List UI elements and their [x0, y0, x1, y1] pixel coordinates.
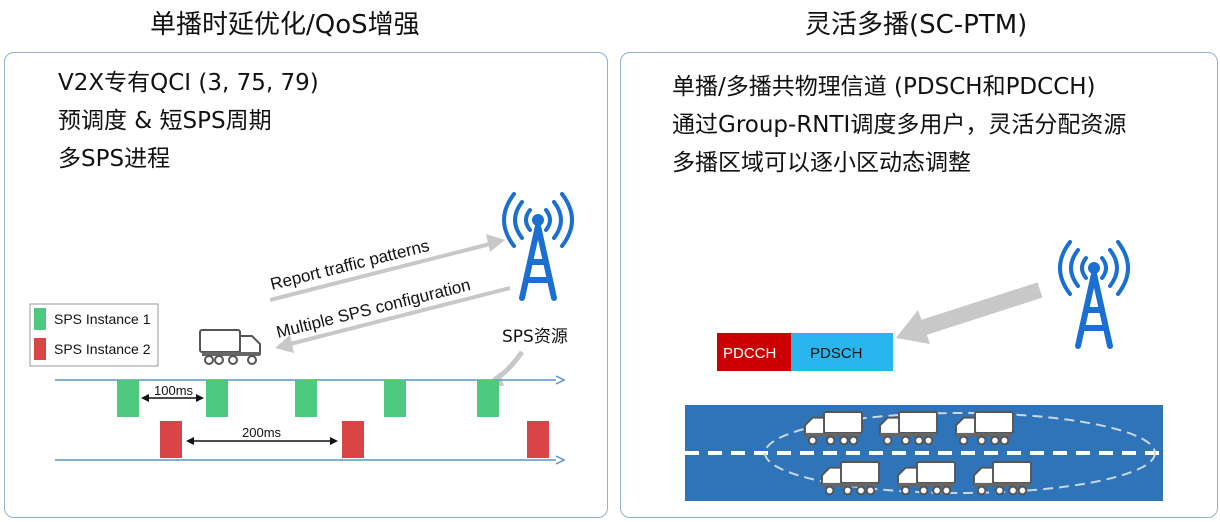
- sps1-block: [295, 380, 317, 417]
- sps1-block: [206, 380, 228, 417]
- sps1-block: [477, 380, 499, 417]
- pdcch-label: PDCCH: [723, 345, 776, 362]
- truck-icon: [955, 411, 1014, 446]
- left-line-2: 预调度 & 短SPS周期: [58, 108, 272, 134]
- right-line-1: 单播/多播共物理信道 (PDSCH和PDCCH): [672, 74, 1096, 100]
- truck-icon: [879, 411, 938, 446]
- truck-icon: [973, 461, 1032, 496]
- legend-swatch-1: [34, 308, 46, 330]
- left-line-3: 多SPS进程: [58, 146, 171, 172]
- legend-box: [29, 303, 159, 367]
- report-arrow: [269, 234, 505, 302]
- interval-100-arrow: [141, 394, 204, 402]
- sps1-block: [384, 380, 406, 417]
- interval-100-label: 100ms: [154, 383, 194, 398]
- pdcch-block: [717, 333, 791, 371]
- legend-label-1: SPS Instance 1: [54, 311, 151, 327]
- config-arrow: [275, 286, 511, 353]
- sps2-block: [342, 421, 364, 458]
- legend-label-2: SPS Instance 2: [54, 341, 151, 357]
- truck-icon: [897, 461, 956, 496]
- right-line-2: 通过Group-RNTI调度多用户，灵活分配资源: [672, 112, 1127, 138]
- sps-resource-label: SPS资源: [502, 327, 568, 347]
- left-antenna-icon: [504, 194, 572, 298]
- multicast-arrow: [896, 282, 1043, 344]
- interval-200-label: 200ms: [242, 425, 282, 440]
- sps2-block: [527, 421, 549, 458]
- multicast-area: [764, 412, 1156, 494]
- left-title: 单播时延优化/QoS增强: [150, 10, 420, 40]
- legend-swatch-2: [34, 338, 46, 360]
- pdsch-label: PDSCH: [810, 345, 863, 362]
- truck-icon: [804, 411, 863, 446]
- sps2-block: [160, 421, 182, 458]
- truck-icon: [821, 461, 880, 496]
- right-title: 灵活多播(SC-PTM): [805, 10, 1028, 40]
- left-line-1: V2X专有QCI (3, 75, 79): [58, 70, 319, 96]
- pdsch-block: [791, 333, 893, 371]
- right-line-3: 多播区域可以逐小区动态调整: [672, 150, 971, 176]
- interval-200-arrow: [186, 437, 338, 445]
- truck-icon: [199, 329, 261, 365]
- sps1-block: [117, 380, 139, 417]
- right-antenna-icon: [1060, 242, 1128, 346]
